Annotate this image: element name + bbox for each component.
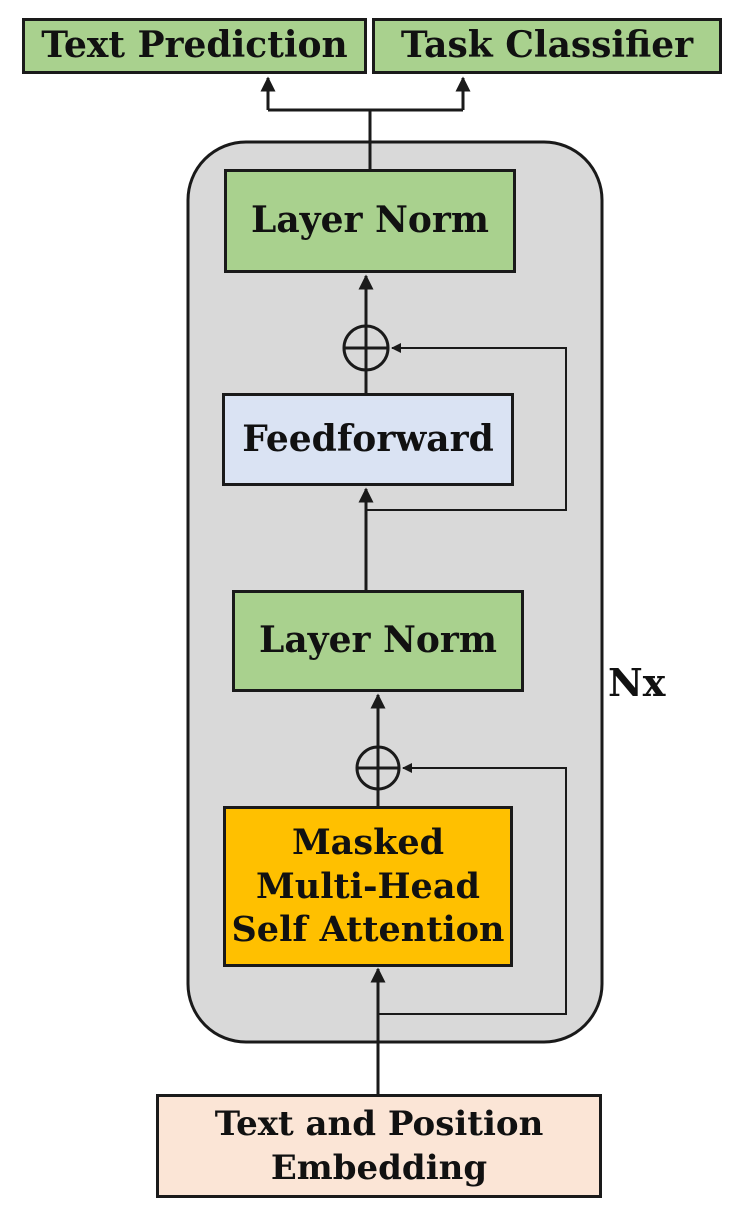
output-split-arrows (260, 76, 471, 169)
add-circle-lower (355, 745, 401, 791)
repeat-count-label: Nx (608, 660, 666, 705)
layer-norm-mid-box: Layer Norm (232, 590, 524, 692)
add-circle-upper (342, 324, 390, 372)
feedforward-box: Feedforward (222, 393, 514, 486)
text-prediction-box: Text Prediction (22, 18, 367, 74)
masked-multi-head-attention-box: Masked Multi-Head Self Attention (223, 806, 513, 967)
residual-connection-feedforward (366, 343, 567, 511)
task-classifier-box: Task Classifier (372, 18, 722, 74)
text-position-embedding-box: Text and Position Embedding (156, 1094, 602, 1198)
residual-connection-attention (378, 763, 567, 1015)
layer-norm-top-box: Layer Norm (224, 169, 516, 273)
